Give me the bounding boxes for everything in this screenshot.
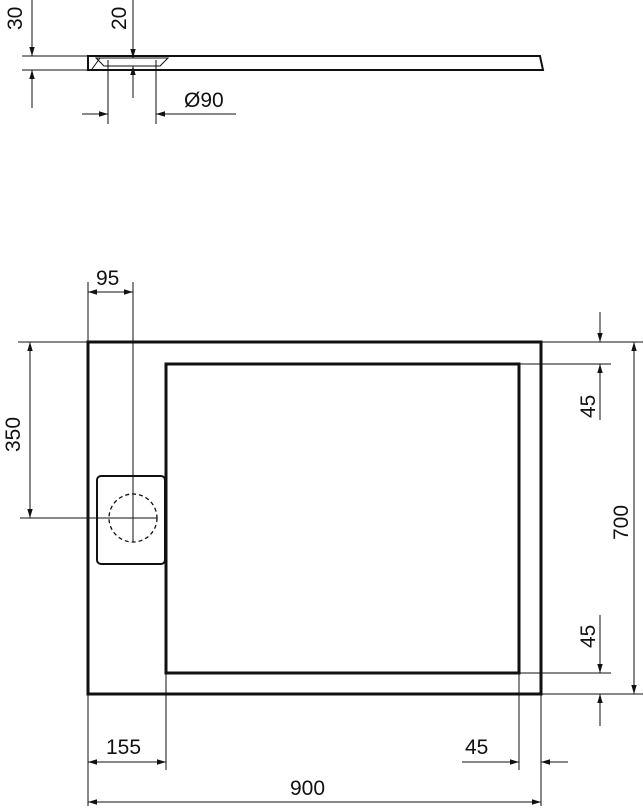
dim-rim-top: 45: [577, 312, 603, 420]
dim-height: 30: [4, 0, 35, 108]
dim-drain-diameter-label: Ø90: [184, 89, 224, 112]
dim-depth-label: 700: [610, 505, 633, 540]
dim-drain-diameter: Ø90: [82, 89, 236, 117]
dim-height-label: 30: [4, 7, 27, 30]
tray-profile: [87, 55, 545, 71]
dim-drain-offset-y: 350: [2, 342, 33, 518]
drain-housing: [96, 475, 166, 565]
side-view: 30 20 Ø90: [4, 0, 545, 124]
dim-drain-offset-x-label: 95: [96, 267, 119, 290]
top-view: 95 350 45 700 45 155: [2, 267, 643, 806]
dim-rim-bottom-label: 45: [577, 625, 600, 648]
dim-rim-bottom: 45: [577, 615, 603, 726]
dim-drain-offset-y-label: 350: [2, 417, 25, 452]
dim-drain-depth: 20: [108, 0, 136, 98]
dim-rim-right-label: 45: [465, 736, 488, 759]
dim-drain-depth-label: 20: [108, 7, 131, 30]
dim-rim-left-label: 155: [106, 736, 141, 759]
dim-drain-offset-x: 95: [88, 267, 133, 295]
drain-recess: [94, 57, 170, 67]
dim-width-label: 900: [290, 777, 325, 800]
inner-basin: [164, 362, 521, 675]
dim-width: 900: [88, 777, 541, 805]
dim-depth: 700: [610, 342, 637, 694]
dim-rim-right: 45: [462, 736, 568, 765]
dim-rim-top-label: 45: [577, 395, 600, 418]
dim-rim-left: 155: [88, 736, 166, 765]
